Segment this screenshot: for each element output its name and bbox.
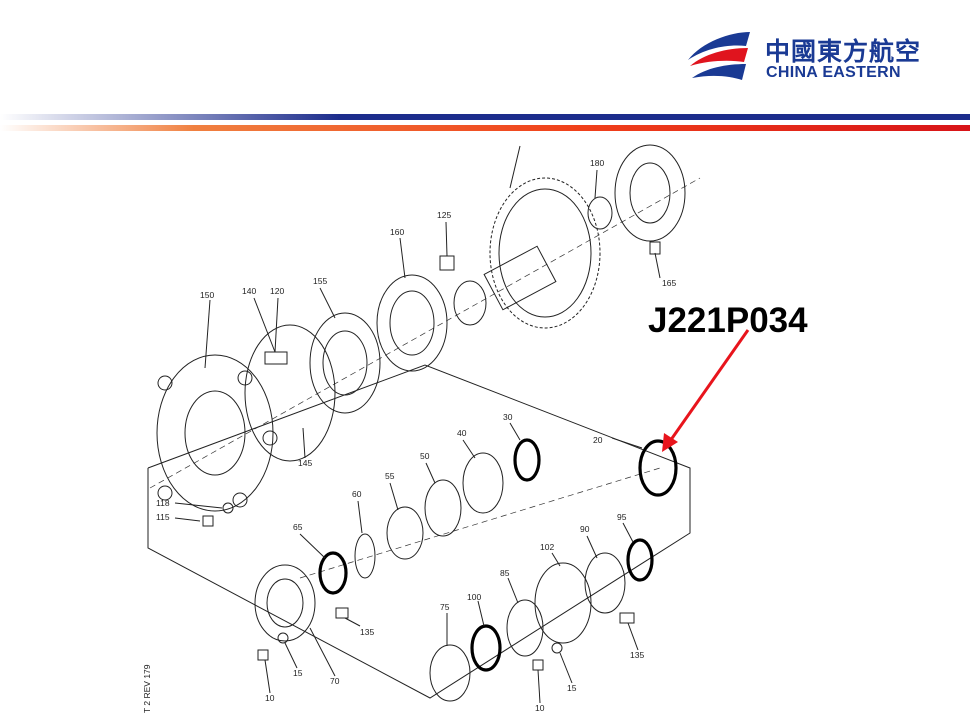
exploded-parts-diagram: 180 125 160 165 150 140 120 155 145 30 4… <box>142 144 750 713</box>
label-135-right: 135 <box>630 650 644 660</box>
flange-housing-part <box>156 354 278 512</box>
washer-part <box>222 502 234 514</box>
washer-15-left <box>277 632 289 644</box>
label-160: 160 <box>390 227 404 237</box>
label-15-right: 15 <box>567 683 577 693</box>
label-102: 102 <box>540 542 554 552</box>
o-ring-95 <box>626 538 654 582</box>
label-20: 20 <box>593 435 603 445</box>
o-ring-20-highlighted <box>638 439 678 497</box>
ring-85 <box>506 599 544 657</box>
bearing-small-part <box>439 255 455 271</box>
seal-55 <box>386 506 424 560</box>
housing-102 <box>534 562 592 644</box>
o-ring-100 <box>470 624 502 672</box>
label-10-left: 10 <box>265 693 275 703</box>
gasket-part <box>376 274 448 372</box>
label-75: 75 <box>440 602 450 612</box>
label-95: 95 <box>617 512 627 522</box>
label-100: 100 <box>467 592 481 602</box>
part-number-callout: J221P034 <box>648 301 808 340</box>
label-145: 145 <box>298 458 312 468</box>
logo-chinese-text: 中國東方航空 <box>765 37 922 66</box>
label-50: 50 <box>420 451 430 461</box>
label-118: 118 <box>156 498 170 508</box>
label-30: 30 <box>503 412 513 422</box>
ring-50 <box>424 479 462 537</box>
ring-40 <box>462 452 504 514</box>
label-115: 115 <box>156 512 170 522</box>
bolt-135-left <box>335 607 349 619</box>
axis-line-lower <box>299 467 661 579</box>
o-ring-65 <box>318 551 348 595</box>
leader-lines <box>174 145 661 704</box>
header-divider-bar <box>0 114 970 131</box>
o-ring-30 <box>513 438 541 482</box>
label-165: 165 <box>662 278 676 288</box>
label-55: 55 <box>385 471 395 481</box>
nut-part <box>202 515 214 527</box>
bolt-135-right <box>619 612 635 624</box>
cylinder-housing-part <box>244 324 336 462</box>
gear-part <box>453 177 601 329</box>
flange-70 <box>254 564 316 642</box>
label-125: 125 <box>437 210 451 220</box>
label-15-left: 15 <box>293 668 303 678</box>
label-155: 155 <box>313 276 327 286</box>
washer-15-right <box>551 642 563 654</box>
revision-note: T 2 REV 179 <box>142 664 152 713</box>
axis-line <box>149 177 701 489</box>
seal-housing-part <box>309 312 381 414</box>
logo-english-text: CHINA EASTERN <box>766 64 901 81</box>
assembly-outline <box>147 364 691 699</box>
cover-plate-part <box>587 144 686 255</box>
callout-arrow-icon <box>662 329 750 452</box>
label-65: 65 <box>293 522 303 532</box>
label-140: 140 <box>242 286 256 296</box>
snap-ring-75 <box>429 644 471 702</box>
label-135-left: 135 <box>360 627 374 637</box>
seal-90 <box>584 552 626 614</box>
label-90: 90 <box>580 524 590 534</box>
label-70: 70 <box>330 676 340 686</box>
nut-10-right <box>532 659 544 671</box>
nut-10-left <box>257 649 269 661</box>
label-150: 150 <box>200 290 214 300</box>
label-10-right: 10 <box>535 703 545 713</box>
label-180: 180 <box>590 158 604 168</box>
label-60: 60 <box>352 489 362 499</box>
china-eastern-logo-icon <box>688 32 750 80</box>
label-120: 120 <box>270 286 284 296</box>
ring-60 <box>354 533 376 579</box>
label-40: 40 <box>457 428 467 438</box>
label-85: 85 <box>500 568 510 578</box>
